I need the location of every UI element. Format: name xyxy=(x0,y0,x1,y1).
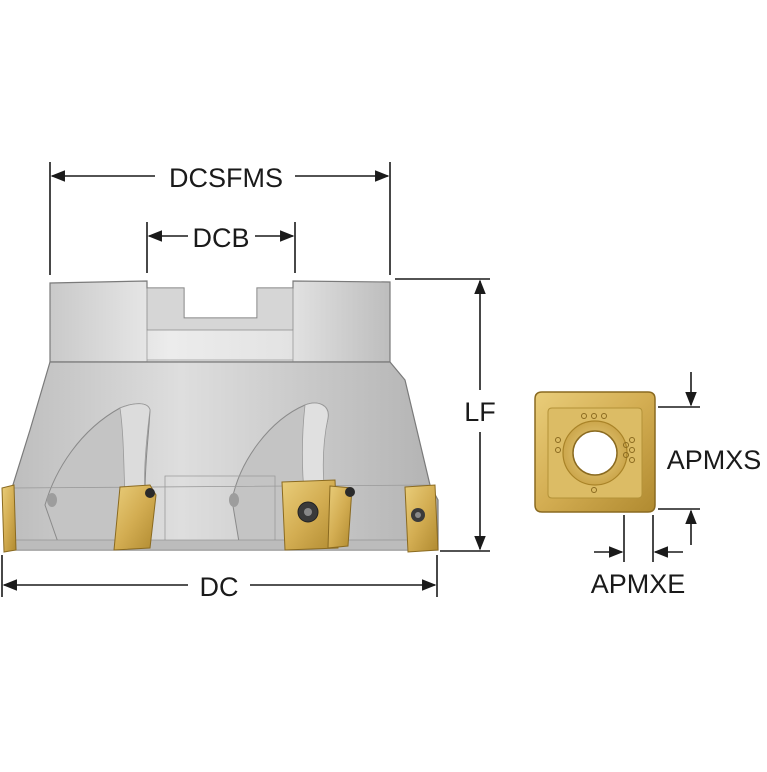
mounted-insert-left xyxy=(113,484,157,551)
bottom-face xyxy=(9,539,439,551)
insert-marking-dots xyxy=(555,413,635,493)
mounted-insert-far-left xyxy=(1,484,17,553)
dimension-dcb xyxy=(146,222,296,273)
coolant-hole-center xyxy=(229,493,239,507)
label-lf: LF xyxy=(464,397,496,427)
dimension-dc xyxy=(1,555,438,597)
label-dcsfms: DCSFMS xyxy=(169,163,283,193)
dimension-lf xyxy=(395,278,490,552)
label-dc: DC xyxy=(200,572,239,602)
label-dcb: DCB xyxy=(192,223,249,253)
keyway-slot xyxy=(146,287,294,331)
dimension-apmxe xyxy=(594,515,683,562)
cutting-insert-detail xyxy=(534,391,656,513)
mounted-insert-center xyxy=(281,479,355,551)
dimension-apmxs xyxy=(658,372,700,545)
insert-hole xyxy=(572,430,618,476)
label-apmxs: APMXS xyxy=(667,445,762,475)
coolant-hole-left xyxy=(47,493,57,507)
mounted-insert-right xyxy=(404,484,439,553)
cutter-body xyxy=(9,280,439,551)
dimension-dcsfms xyxy=(49,162,391,275)
label-apmxe: APMXE xyxy=(591,569,686,599)
